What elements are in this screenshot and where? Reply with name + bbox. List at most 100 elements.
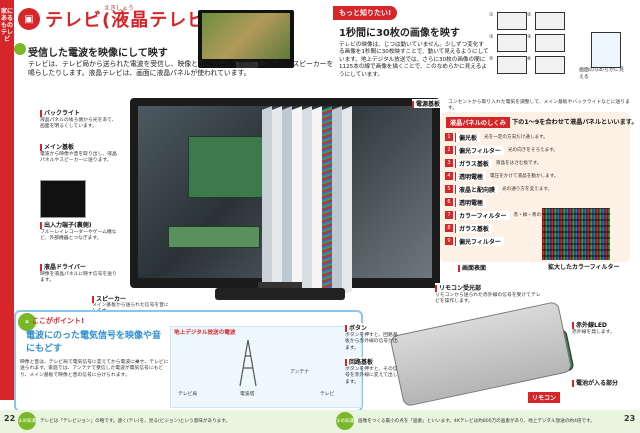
trivia-icon: まめ知識 (18, 412, 36, 430)
color-filter-cell (542, 238, 545, 244)
color-filter-cell (602, 250, 605, 256)
color-filter-cell (602, 256, 605, 260)
lcd-item-name: 透明電極 (455, 197, 487, 207)
color-filter-cell (557, 238, 560, 244)
desc-backlight: 液晶パネルの後ろ側から光をあて、画面を明るくしています。 (40, 118, 117, 130)
frame-4 (535, 34, 565, 52)
color-filter-cell (608, 256, 610, 260)
layer-7-color (322, 106, 332, 295)
color-filter-cell (560, 244, 563, 250)
layer-3 (282, 106, 292, 295)
lcd-item-name: カラーフィルター (455, 210, 510, 220)
color-filter-cell (593, 232, 596, 238)
color-filter-cell (581, 208, 584, 214)
footer-right-text: 画像をつくる最小の点を「画素」といいます。4Kテレビは約800万の画素があり、地… (358, 419, 595, 424)
color-filter-cell (554, 256, 557, 260)
color-filter-cell (581, 250, 584, 256)
subtitle: 受信した電波を映像にして映す (28, 48, 168, 59)
layer-6 (312, 106, 322, 295)
tv-icon: ▣ (18, 8, 40, 30)
lcd-item-desc: 光の向きをそろえます。 (507, 148, 558, 153)
lcd-item-desc: 光の通り方を変えます。 (502, 187, 553, 192)
color-filter-cell (587, 238, 590, 244)
layer-9 (342, 106, 352, 295)
page-title: テレビ(液晶テレビ) (45, 10, 216, 31)
point-icon: ✿ (18, 313, 36, 331)
bc-item: テレビ局 (178, 392, 198, 397)
color-filter-cell (599, 214, 602, 220)
desc-circuit: ボタンを押すと、その信号を赤外線に変えて出します。 (345, 367, 398, 385)
moving-frame (591, 32, 621, 68)
color-filter-cell (548, 238, 551, 244)
color-filter-cell (590, 226, 593, 232)
color-filter-cell (560, 256, 563, 260)
color-filter-cell (593, 250, 596, 256)
color-filter-cell (575, 214, 578, 220)
broadcast-head: 地上デジタル放送の電波 (174, 330, 236, 336)
side-red-bar (0, 0, 14, 400)
lcd-item-number: 4 (445, 172, 453, 180)
lcd-head-2: 下の1〜9を合わせて液晶パネルといいます。 (512, 119, 638, 126)
color-filter-cell (581, 226, 584, 232)
color-filter-cell (572, 250, 575, 256)
layer-5 (302, 106, 312, 295)
color-filter-cell (596, 250, 599, 256)
color-filter-cell (557, 226, 560, 232)
color-filter-cell (608, 226, 610, 232)
color-filter-cell (590, 256, 593, 260)
color-filter-cell (572, 232, 575, 238)
color-filter-cell (542, 232, 545, 238)
lcd-item-number: 9 (445, 237, 453, 245)
color-filter-cell (605, 220, 608, 226)
page-number-left: 22 (4, 414, 16, 423)
color-filter-cell (578, 238, 581, 244)
color-filter-cell (590, 208, 593, 214)
color-filter-cell (593, 208, 596, 214)
color-filter-cell (584, 244, 587, 250)
tower-icon (239, 339, 257, 387)
color-filter-cell (551, 244, 554, 250)
label-power-board: 電源基板 (412, 99, 441, 108)
color-filter-cell (590, 214, 593, 220)
color-filter-cell (575, 238, 578, 244)
desc-main-board: 電波から映像や音を取り出し、液晶パネルやスピーカーに送ります。 (40, 152, 117, 164)
color-filter-cell (587, 250, 590, 256)
label-button: ボタン (345, 323, 368, 332)
color-filter-cell (578, 226, 581, 232)
frame-1 (497, 12, 527, 30)
lcd-item-number: 3 (445, 159, 453, 167)
color-filter-cell (608, 208, 610, 214)
color-filter-cell (557, 214, 560, 220)
lcd-item-number: 6 (445, 198, 453, 206)
intro-text: テレビは、テレビ局から送られた電波を受信し、映像と音にもどして画面に映したり、ス… (28, 60, 334, 78)
color-filter-cell (569, 226, 572, 232)
color-filter-cell (608, 214, 610, 220)
color-filter-cell (542, 244, 545, 250)
color-filter-cell (590, 244, 593, 250)
color-filter-cell (545, 238, 548, 244)
label-remote-sensor: リモコン受光部 (435, 283, 482, 292)
color-filter-cell (596, 226, 599, 232)
color-filter-cell (590, 250, 593, 256)
color-filter-cell (581, 220, 584, 226)
tv-neck (258, 282, 302, 290)
frame-label: ⑤ (489, 56, 494, 62)
color-filter-cell (593, 220, 596, 226)
color-filter-cell (563, 238, 566, 244)
color-filter-cell (557, 244, 560, 250)
color-filter-cell (566, 232, 569, 238)
color-filter-cell (575, 250, 578, 256)
lcd-item-name: 液晶と配向膜 (455, 184, 499, 194)
color-filter-cell (569, 256, 572, 260)
color-filter-cell (581, 256, 584, 260)
color-filter-cell (608, 250, 610, 256)
color-filter-cell (602, 244, 605, 250)
color-filter-cell (560, 214, 563, 220)
color-filter-cell (605, 250, 608, 256)
title-group: ▣ テレビ(液晶テレビ) (18, 6, 215, 32)
label-io: 出入力端子(裏側) (40, 220, 92, 229)
desc-lcd-driver: 映像を液晶パネルに映す信号を送ります。 (40, 272, 117, 284)
color-filter-cell (551, 214, 554, 220)
color-filter-cell (560, 226, 563, 232)
